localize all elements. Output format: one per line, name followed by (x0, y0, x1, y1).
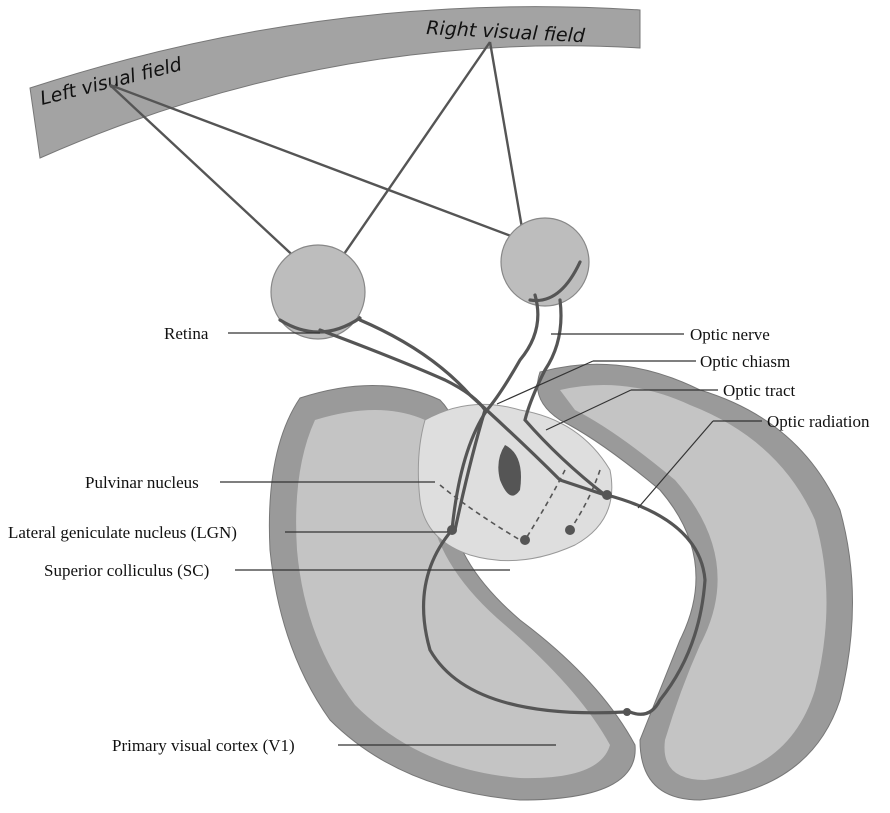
brain-section (269, 364, 852, 800)
right-eye (501, 218, 589, 306)
optic-radiation-label: Optic radiation (767, 412, 870, 431)
retina-label: Retina (164, 324, 209, 343)
left-eye (271, 245, 365, 339)
optic-nerve-label: Optic nerve (690, 325, 770, 344)
superior-colliculus-label: Superior colliculus (SC) (44, 561, 209, 580)
pulvinar-nucleus-label: Pulvinar nucleus (85, 473, 199, 492)
optic-chiasm-label: Optic chiasm (700, 352, 790, 371)
primary-visual-cortex-label: Primary visual cortex (V1) (112, 736, 295, 755)
lgn-label: Lateral geniculate nucleus (LGN) (8, 523, 237, 542)
optic-tract-label: Optic tract (723, 381, 795, 400)
